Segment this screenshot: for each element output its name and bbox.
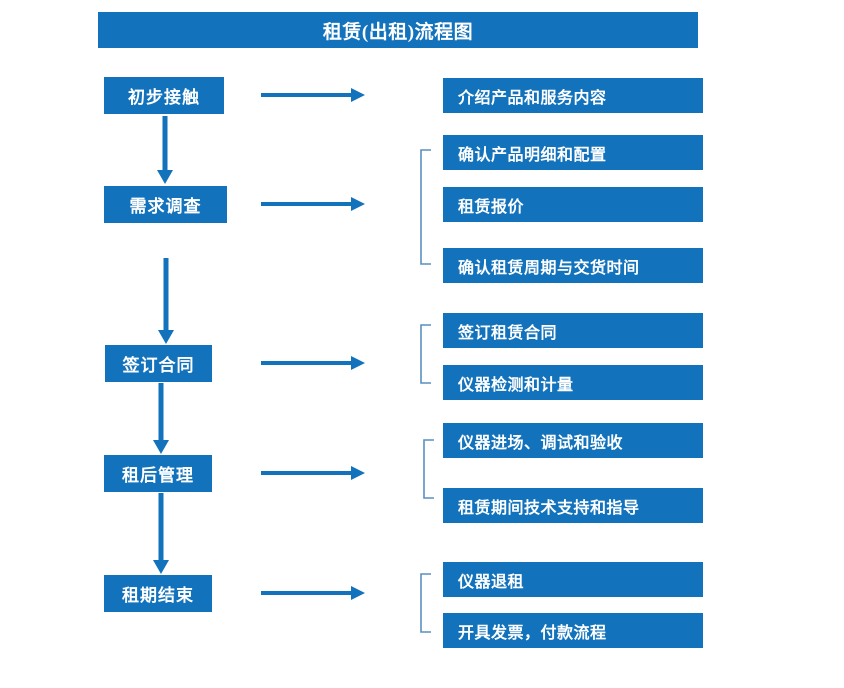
arrow-down-stage-4-to-5 xyxy=(150,493,172,574)
detail-box-kaiju-fapiao[interactable]: 开具发票，付款流程 xyxy=(443,613,703,648)
detail-box-yiqi-jinchang-tiaoshi[interactable]: 仪器进场、调试和验收 xyxy=(443,423,703,458)
stage-box-zuhou-guanli[interactable]: 租后管理 xyxy=(104,455,212,492)
detail-box-queren-chanpin-mingxi[interactable]: 确认产品明细和配置 xyxy=(443,135,703,170)
arrow-right-stage-2 xyxy=(261,193,365,215)
diagram-title: 租赁(出租)流程图 xyxy=(98,12,698,48)
group-bracket-zuhou-guanli xyxy=(422,439,434,499)
arrow-right-stage-4 xyxy=(261,462,365,484)
detail-box-jieshao-chanpin[interactable]: 介绍产品和服务内容 xyxy=(443,78,703,113)
detail-box-yiqi-jiance-jiliang[interactable]: 仪器检测和计量 xyxy=(443,365,703,400)
arrow-right-stage-5 xyxy=(261,582,365,604)
stage-box-xuqiu-diaocha[interactable]: 需求调查 xyxy=(104,186,227,223)
detail-box-zulin-baojia[interactable]: 租赁报价 xyxy=(443,187,703,222)
group-bracket-xuqiu-diaocha xyxy=(419,149,431,265)
detail-box-qianding-zulin-hetong[interactable]: 签订租赁合同 xyxy=(443,313,703,348)
group-bracket-qianding-hetong xyxy=(419,324,431,384)
stage-box-qianding-hetong[interactable]: 签订合同 xyxy=(105,345,212,382)
arrow-right-stage-1 xyxy=(261,84,365,106)
detail-box-zulin-qijian-jishu-zhichi[interactable]: 租赁期间技术支持和指导 xyxy=(443,488,703,523)
arrow-down-stage-2-to-3 xyxy=(155,258,177,344)
arrow-right-stage-3 xyxy=(261,352,365,374)
stage-box-zuqi-jieshu[interactable]: 租期结束 xyxy=(104,575,212,612)
detail-box-yiqi-tuizu[interactable]: 仪器退租 xyxy=(443,562,703,597)
group-bracket-zuqi-jieshu xyxy=(419,573,431,633)
arrow-down-stage-1-to-2 xyxy=(154,116,176,184)
stage-box-chubu-jiechu[interactable]: 初步接触 xyxy=(104,77,224,114)
detail-box-queren-zulin-zhouqi[interactable]: 确认租赁周期与交货时间 xyxy=(443,248,703,283)
arrow-down-stage-3-to-4 xyxy=(150,383,172,454)
